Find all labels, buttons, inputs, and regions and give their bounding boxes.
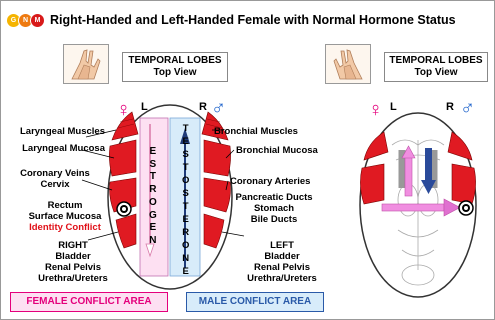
testosterone-letter: T [183, 161, 189, 174]
label-coronary-veins: Coronary Veins [12, 168, 98, 179]
testosterone-letter: N [182, 252, 189, 265]
estrogen-label: E S T R O G E N [149, 146, 157, 248]
right-side-label: R [199, 102, 207, 113]
estrogen-letter: E [150, 222, 157, 235]
estrogen-letter: O [149, 197, 157, 210]
testosterone-letter: E [183, 265, 189, 278]
testosterone-letter: O [182, 174, 189, 187]
male-conflict-area: MALE CONFLICT AREA [186, 292, 324, 312]
label-urethra-ureters: Urethra/Ureters [30, 273, 116, 284]
female-symbol-icon: ♀ [368, 100, 383, 120]
label-laryngeal-mucosa: Laryngeal Mucosa [22, 143, 105, 154]
female-symbol-icon: ♀ [116, 100, 131, 120]
label-rectum: Rectum [20, 200, 110, 211]
label-renal-pelvis: Renal Pelvis [30, 262, 116, 273]
estrogen-letter: R [149, 184, 156, 197]
left-side-label: L [390, 102, 397, 113]
label-coronary-veins-cervix: Coronary Veins Cervix [12, 168, 98, 190]
label-identity-conflict: Identity Conflict [20, 222, 110, 233]
label-pancreatic-ducts: Pancreatic Ducts [222, 192, 326, 203]
label-cervix: Cervix [12, 179, 98, 190]
estrogen-letter: S [150, 159, 157, 172]
label-left-side: LEFT [232, 240, 332, 251]
estrogen-letter: G [149, 210, 157, 223]
testosterone-letter: T [183, 200, 189, 213]
label-right-group: RIGHT Bladder Renal Pelvis Urethra/Urete… [30, 240, 116, 284]
testosterone-letter: E [183, 135, 189, 148]
label-bladder: Bladder [232, 251, 332, 262]
estrogen-letter: E [150, 146, 157, 159]
testosterone-letter: R [182, 226, 189, 239]
label-bronchial-mucosa: Bronchial Mucosa [236, 145, 318, 156]
right-brain [360, 113, 476, 297]
label-stomach: Stomach [222, 203, 326, 214]
testosterone-letter: S [183, 148, 189, 161]
label-left-group: LEFT Bladder Renal Pelvis Urethra/Ureter… [232, 240, 332, 284]
label-surface-mucosa: Surface Mucosa [20, 211, 110, 222]
label-right-side: RIGHT [30, 240, 116, 251]
testosterone-letter: S [183, 187, 189, 200]
estrogen-letter: N [149, 235, 156, 248]
testosterone-letter: E [183, 213, 189, 226]
label-urethra-ureters: Urethra/Ureters [232, 273, 332, 284]
label-laryngeal-muscles: Laryngeal Muscles [20, 126, 105, 137]
testosterone-label: T E S T O S T E R O N E [182, 122, 189, 278]
label-renal-pelvis: Renal Pelvis [232, 262, 332, 273]
estrogen-letter: T [150, 171, 156, 184]
label-bile-ducts: Bile Ducts [222, 214, 326, 225]
male-symbol-icon: ♂ [460, 98, 475, 118]
label-bronchial-muscles: Bronchial Muscles [214, 126, 298, 137]
label-bladder: Bladder [30, 251, 116, 262]
label-rectum-group: Rectum Surface Mucosa Identity Conflict [20, 200, 110, 233]
left-side-label: L [141, 102, 148, 113]
female-conflict-area: FEMALE CONFLICT AREA [10, 292, 168, 312]
testosterone-letter: O [182, 239, 189, 252]
testosterone-letter: T [183, 122, 189, 135]
label-coronary-arteries: Coronary Arteries [230, 176, 310, 187]
label-pancreatic-group: Pancreatic Ducts Stomach Bile Ducts [222, 192, 326, 225]
right-side-label: R [446, 102, 454, 113]
male-symbol-icon: ♂ [211, 98, 226, 118]
